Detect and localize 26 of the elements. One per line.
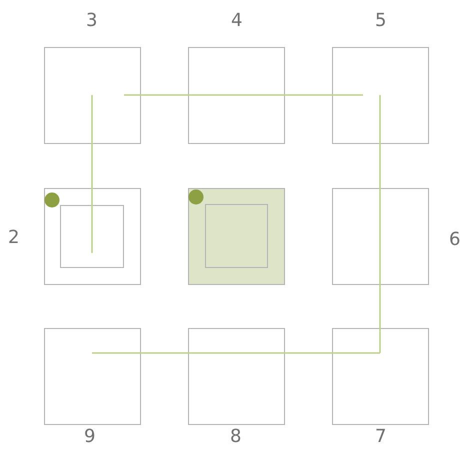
path-line	[379, 236, 381, 353]
step-number: 6	[449, 231, 460, 249]
square	[332, 328, 429, 425]
step-number: 7	[375, 428, 386, 446]
step-number: 4	[231, 12, 242, 30]
square	[205, 204, 268, 268]
square	[188, 188, 285, 285]
path-line	[379, 95, 381, 236]
step-number: 2	[8, 229, 20, 247]
path-line	[92, 352, 237, 354]
step-number: 9	[84, 428, 96, 446]
path-line	[237, 352, 380, 354]
square	[44, 47, 141, 144]
path-line	[91, 95, 93, 253]
square	[188, 47, 285, 144]
square	[60, 205, 124, 268]
square	[44, 328, 141, 425]
square	[332, 47, 429, 144]
path-line	[237, 94, 363, 96]
path-line	[124, 94, 237, 96]
square	[44, 188, 141, 285]
step-number: 5	[375, 12, 386, 30]
square	[332, 188, 429, 285]
step-number: 8	[230, 428, 242, 446]
square	[188, 328, 285, 425]
step-number: 3	[86, 12, 98, 30]
